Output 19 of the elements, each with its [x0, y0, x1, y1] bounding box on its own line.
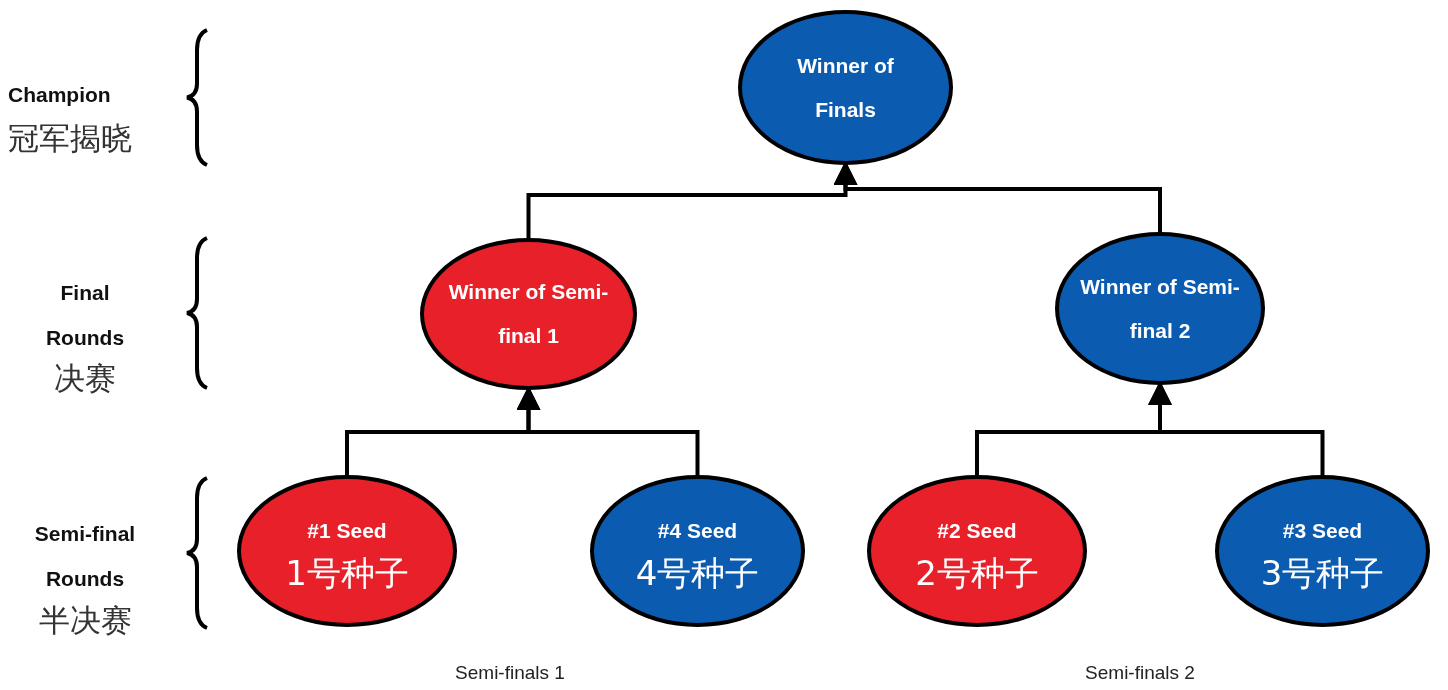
seed-label: 4号种子	[635, 553, 760, 593]
row-label: 冠军揭晓	[8, 119, 133, 158]
node-label: #3 Seed	[1282, 518, 1363, 544]
seed-label: 1号种子	[285, 553, 409, 593]
node-label: #1 Seed	[307, 518, 387, 544]
seed-label: 3号种子	[1260, 553, 1385, 593]
row-label: Semi-final Rounds	[33, 521, 137, 592]
row-label: Final Rounds	[44, 280, 126, 351]
node-label: Winner of Semi-final 2	[1079, 273, 1241, 344]
node-label: #4 Seed	[657, 518, 738, 544]
row-label: 半决赛	[37, 601, 133, 640]
node-label: #2 Seed	[937, 518, 1017, 544]
group-caption: Semi-finals 2	[1084, 662, 1196, 684]
group-caption: Semi-finals 1	[454, 662, 566, 684]
node-label: Winner of Finals	[796, 52, 895, 123]
row-label: 决赛	[53, 359, 117, 398]
node-label: Winner of Semi-final 1	[447, 279, 610, 349]
seed-label: 2号种子	[915, 553, 1039, 593]
row-label: Champion	[8, 82, 112, 108]
